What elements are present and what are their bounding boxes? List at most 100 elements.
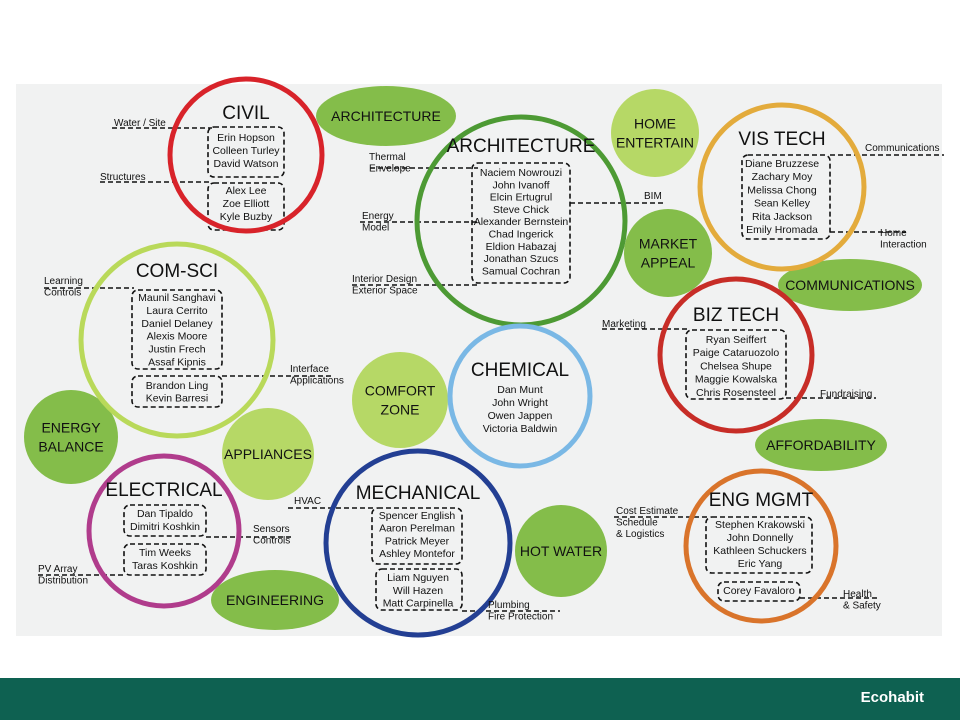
member-name: Erin Hopson [217,132,275,144]
member-name: Kevin Barresi [146,393,208,405]
team-circle-com_sci [78,241,276,439]
mechanical-group-1-box [371,507,463,565]
member-name: Stephen Krakowski [715,519,805,531]
goal-bubble-home_entertain [611,89,699,177]
member-name: Dimitri Koshkin [130,521,200,533]
electrical-group-2-box [123,543,207,576]
member-name: Taras Koshkin [132,560,198,572]
goal-bubble-market_appeal [624,209,712,297]
team-circle-civil [167,76,325,234]
goal-bubble-appliances [222,408,314,500]
member-name: Paige Cataruozolo [693,347,780,359]
member-name: Maunil Sanghavi [138,292,216,304]
goal-label-appliances: APPLIANCES [224,446,312,462]
member-name: Liam Nguyen [387,572,449,584]
member-name: Owen Jappen [488,410,553,422]
goal-bubble-energy_balance [24,390,118,484]
member-name: Naciem Nowrouzi [480,167,562,179]
civil-group-2-box [207,182,285,231]
team-circle-vis_tech [697,102,867,272]
member-name: Ashley Montefor [379,548,455,560]
member-name: Sean Kelley [754,198,811,210]
goal-label-affordability: AFFORDABILITY [766,437,876,453]
member-name: Alex Lee [226,185,267,197]
goal-bubble-communications [778,259,922,311]
member-name: Steve Chick [493,204,550,216]
member-name: Matt Carpinella [383,598,454,610]
member-name: Maggie Kowalska [695,374,777,386]
member-name: John Ivanoff [492,179,549,191]
member-name: Dan Tipaldo [137,508,193,520]
team-title-vis_tech: VIS TECH [738,129,825,150]
footer-bar: Ecohabit [0,678,960,720]
member-name: Corey Favaloro [723,585,795,597]
com-sci-group-1-box [131,289,223,370]
goal-bubble-engineering [211,570,339,630]
member-name: Rita Jackson [752,211,812,223]
role-label-civil: Water / Site [114,118,166,129]
member-name: Samual Cochran [482,265,560,277]
team-title-chemical: CHEMICAL [471,360,569,381]
goal-label-communications: COMMUNICATIONS [785,277,915,293]
member-name: John Donnelly [727,532,794,544]
connector-lines [38,126,944,612]
member-name: Zoe Elliott [223,198,270,210]
member-name: John Wright [492,397,548,409]
member-name: Emily Hromada [746,224,818,236]
member-name: Chris Rosensteel [696,387,776,399]
member-name: Patrick Meyer [385,535,450,547]
member-name: Kathleen Schuckers [713,545,806,557]
member-name: Aaron Perelman [379,523,455,535]
member-name: Alexander Bernstein [474,216,569,228]
team-circle-eng_mgmt [683,468,839,624]
member-name: Ryan Seiffert [706,334,767,346]
team-title-architecture: ARCHITECTURE [447,136,596,157]
team-title-mechanical: MECHANICAL [356,483,481,504]
goal-label-engineering: ENGINEERING [226,592,324,608]
member-name: Diane Bruzzese [745,158,819,170]
civil-group-1-box [207,126,285,178]
role-label-vis_tech: Communications [865,143,939,154]
member-name: Colleen Turley [212,145,280,157]
member-name: Daniel Delaney [141,318,213,330]
team-circle-biz_tech [657,276,815,434]
member-name: Alexis Moore [147,331,208,343]
member-name: Will Hazen [393,585,443,597]
team-title-eng_mgmt: ENG MGMT [709,490,814,511]
role-label-civil: Structures [100,172,146,183]
mechanical-group-2-box [375,568,463,611]
member-name: Chelsea Shupe [700,360,772,372]
biz-tech-group-box [685,329,787,400]
vis-tech-group-box [741,154,831,240]
team-title-electrical: ELECTRICAL [105,480,222,501]
member-name: Spencer English [379,510,456,522]
eng-mgmt-group-1-box [705,516,813,574]
goal-bubble-affordability [755,419,887,471]
goal-bubble-architecture [316,86,456,146]
team-circles [78,76,867,638]
member-name: Assaf Kipnis [148,357,206,369]
member-name: Laura Cerrito [146,305,207,317]
member-name: Elcin Ertugrul [490,192,552,204]
role-label-mechanical: HVAC [294,496,321,507]
member-name: Brandon Ling [146,380,209,392]
goal-bubble-comfort_zone [352,352,448,448]
member-name: Jonathan Szucs [484,253,559,265]
member-name: Justin Frech [148,344,205,356]
member-name: Zachary Moy [752,171,813,183]
architecture-group-box [471,162,571,284]
com-sci-group-2-box [131,375,223,408]
